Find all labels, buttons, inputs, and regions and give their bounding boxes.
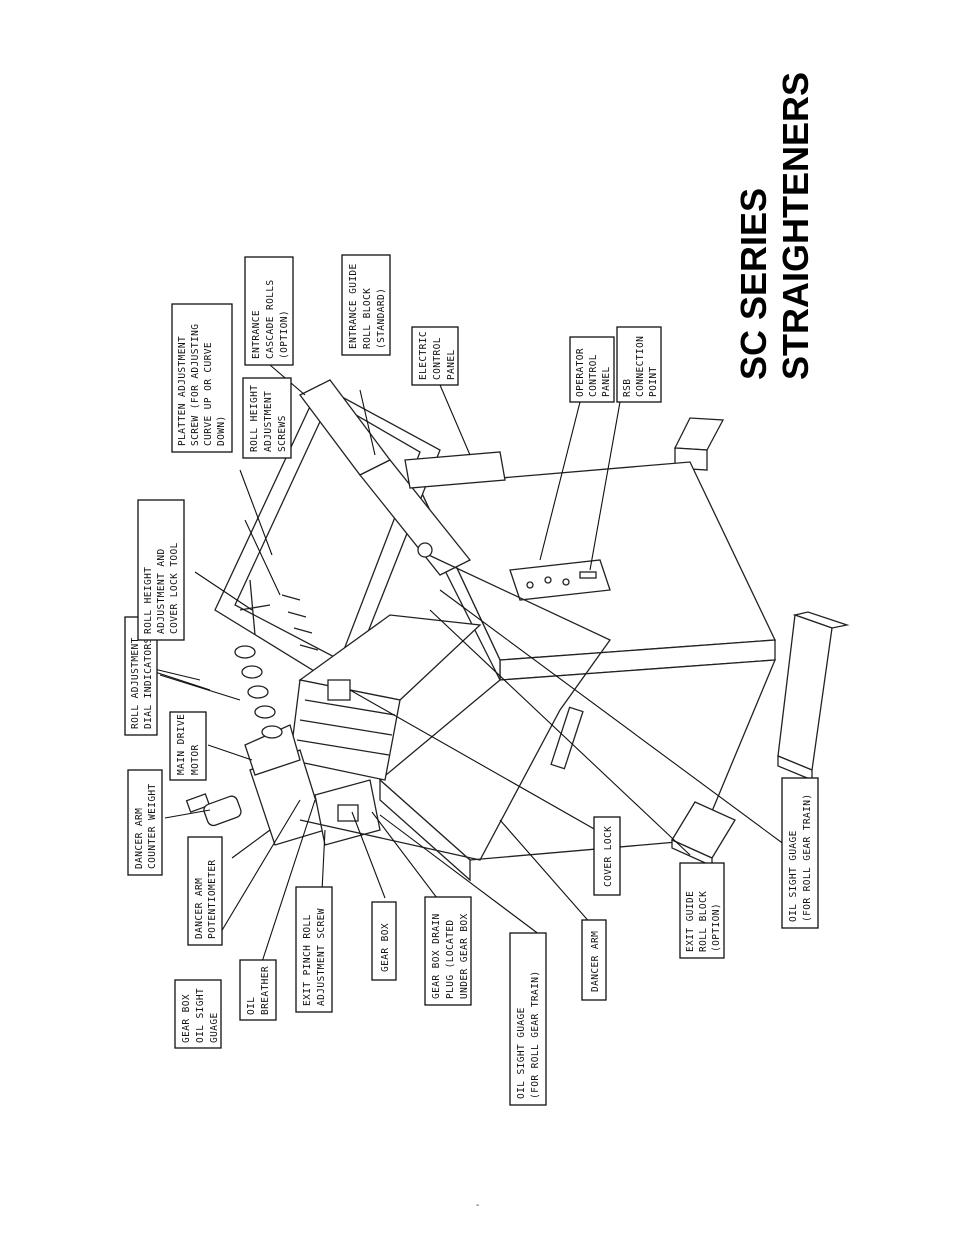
svg-text:CONNECTION: CONNECTION	[635, 336, 646, 397]
label-platten-adjustment-screw: PLATTEN ADJUSTMENT SCREW (FOR ADJUSTING …	[171, 303, 233, 453]
svg-text:DIAL INDICATORS: DIAL INDICATORS	[143, 637, 154, 729]
svg-text:GEAR BOX: GEAR BOX	[181, 994, 192, 1043]
svg-text:OIL SIGHT GUAGE: OIL SIGHT GUAGE	[788, 830, 799, 922]
svg-text:COVER LOCK TOOL: COVER LOCK TOOL	[169, 542, 180, 634]
label-entrance-cascade-rolls: ENTRANCE CASCADE ROLLS (OPTION)	[244, 256, 294, 366]
page-title: SC SERIES STRAIGHTENERS	[733, 72, 816, 380]
label-gear-box: GEAR BOX	[371, 901, 397, 981]
label-gear-box-drain-plug: GEAR BOX DRAIN PLUG (LOCATED UNDER GEAR …	[424, 896, 472, 1006]
svg-text:(OPTION): (OPTION)	[711, 903, 722, 952]
svg-text:COUNTER WEIGHT: COUNTER WEIGHT	[147, 783, 158, 869]
title-line-2: STRAIGHTENERS	[775, 72, 816, 380]
svg-text:CURVE UP OR CURVE: CURVE UP OR CURVE	[203, 342, 214, 446]
label-oil-sight-guage-right: OIL SIGHT GUAGE (FOR ROLL GEAR TRAIN)	[781, 777, 819, 929]
label-rsb-connection-point: RSB CONNECTION POINT	[616, 326, 662, 403]
label-dancer-arm-potentiometer: DANCER ARM POTENTIOMETER	[187, 836, 223, 946]
svg-text:OIL SIGHT: OIL SIGHT	[195, 988, 206, 1043]
label-roll-height-adjustment-tool: ROLL HEIGHT ADJUSTMENT AND COVER LOCK TO…	[137, 499, 185, 641]
svg-text:SCREW (FOR ADJUSTING: SCREW (FOR ADJUSTING	[190, 324, 201, 446]
svg-text:PANEL: PANEL	[446, 349, 457, 380]
label-dancer-arm: DANCER ARM	[581, 919, 607, 1001]
svg-text:ADJUSTMENT SCREW: ADJUSTMENT SCREW	[316, 908, 327, 1006]
svg-text:ROLL BLOCK: ROLL BLOCK	[362, 288, 373, 349]
leader-lines	[149, 364, 786, 969]
svg-text:GUAGE: GUAGE	[209, 1012, 220, 1043]
svg-text:(FOR ROLL GEAR TRAIN): (FOR ROLL GEAR TRAIN)	[530, 970, 541, 1099]
svg-text:OIL SIGHT GUAGE: OIL SIGHT GUAGE	[516, 1007, 527, 1099]
label-gear-box-oil-sight-guage: GEAR BOX OIL SIGHT GUAGE	[174, 979, 222, 1049]
svg-text:ROLL BLOCK: ROLL BLOCK	[698, 891, 709, 952]
svg-text:OPERATOR: OPERATOR	[575, 348, 586, 397]
svg-text:PLUG (LOCATED: PLUG (LOCATED	[445, 919, 456, 999]
svg-text:DANCER ARM: DANCER ARM	[590, 931, 601, 992]
svg-text:ENTRANCE GUIDE: ENTRANCE GUIDE	[348, 263, 359, 349]
page-number: -	[476, 1200, 479, 1211]
svg-text:EXIT GUIDE: EXIT GUIDE	[685, 891, 696, 952]
title-line-1: SC SERIES	[733, 188, 774, 380]
svg-text:EXIT PINCH ROLL: EXIT PINCH ROLL	[302, 914, 313, 1006]
callout-labels: DANCER ARM COUNTER WEIGHT MAIN DRIVE MOT…	[124, 254, 819, 1106]
svg-text:GEAR BOX: GEAR BOX	[380, 923, 391, 972]
svg-text:ROLL HEIGHT: ROLL HEIGHT	[143, 567, 154, 634]
svg-text:CONTROL: CONTROL	[588, 354, 599, 397]
svg-text:POINT: POINT	[648, 366, 659, 397]
label-operator-control-panel: OPERATOR CONTROL PANEL	[569, 336, 615, 403]
label-oil-sight-guage-left: OIL SIGHT GUAGE (FOR ROLL GEAR TRAIN)	[509, 932, 547, 1106]
svg-text:ADJUSTMENT AND: ADJUSTMENT AND	[156, 548, 167, 634]
electric-control-box	[404, 451, 506, 489]
svg-text:CONTROL: CONTROL	[432, 337, 443, 380]
operator-panel	[509, 559, 611, 601]
svg-text:DOWN): DOWN)	[216, 415, 227, 446]
svg-text:ROLL ADJUSTMENT: ROLL ADJUSTMENT	[130, 637, 141, 729]
svg-text:MOTOR: MOTOR	[190, 744, 201, 775]
svg-text:RSB: RSB	[622, 379, 633, 397]
svg-text:(FOR ROLL GEAR TRAIN): (FOR ROLL GEAR TRAIN)	[802, 793, 813, 922]
svg-text:ADJUSTMENT: ADJUSTMENT	[263, 391, 274, 452]
svg-text:MAIN DRIVE: MAIN DRIVE	[176, 714, 187, 775]
svg-text:PLATTEN ADJUSTMENT: PLATTEN ADJUSTMENT	[177, 336, 188, 446]
label-roll-height-adjustment-screws: ROLL HEIGHT ADJUSTMENT SCREWS	[242, 377, 292, 459]
label-dancer-arm-counter-weight: DANCER ARM COUNTER WEIGHT	[127, 769, 163, 876]
label-cover-lock: COVER LOCK	[593, 816, 621, 896]
label-oil-breather: OIL BREATHER	[239, 959, 277, 1021]
svg-text:SCREWS: SCREWS	[277, 415, 288, 452]
svg-text:OIL: OIL	[246, 997, 257, 1015]
svg-text:BREATHER: BREATHER	[260, 966, 271, 1015]
svg-text:PANEL: PANEL	[601, 366, 612, 397]
svg-text:COVER LOCK: COVER LOCK	[603, 826, 614, 887]
svg-text:ELECTRIC: ELECTRIC	[418, 331, 429, 380]
svg-text:UNDER GEAR BOX: UNDER GEAR BOX	[459, 913, 470, 999]
label-exit-pinch-roll-screw: EXIT PINCH ROLL ADJUSTMENT SCREW	[295, 886, 333, 1013]
label-electric-control-panel: ELECTRIC CONTROL PANEL	[411, 326, 459, 386]
svg-text:CASCADE ROLLS: CASCADE ROLLS	[265, 279, 276, 359]
svg-text:DANCER ARM: DANCER ARM	[134, 808, 145, 869]
svg-text:ROLL HEIGHT: ROLL HEIGHT	[249, 385, 260, 452]
svg-text:ENTRANCE: ENTRANCE	[251, 310, 262, 359]
svg-text:DANCER ARM: DANCER ARM	[194, 878, 205, 939]
machine-illustration	[185, 379, 850, 882]
svg-text:POTENTIOMETER: POTENTIOMETER	[207, 859, 218, 939]
label-exit-guide-roll-block: EXIT GUIDE ROLL BLOCK (OPTION)	[679, 862, 725, 959]
label-entrance-guide-roll-block: ENTRANCE GUIDE ROLL BLOCK (STANDARD)	[341, 254, 391, 356]
label-main-drive-motor: MAIN DRIVE MOTOR	[169, 711, 207, 781]
svg-text:(OPTION): (OPTION)	[279, 310, 290, 359]
label-roll-adjustment-dial-indicators: ROLL ADJUSTMENT DIAL INDICATORS	[124, 616, 158, 736]
svg-text:(STANDARD): (STANDARD)	[376, 288, 387, 349]
svg-text:GEAR BOX DRAIN: GEAR BOX DRAIN	[431, 913, 442, 999]
